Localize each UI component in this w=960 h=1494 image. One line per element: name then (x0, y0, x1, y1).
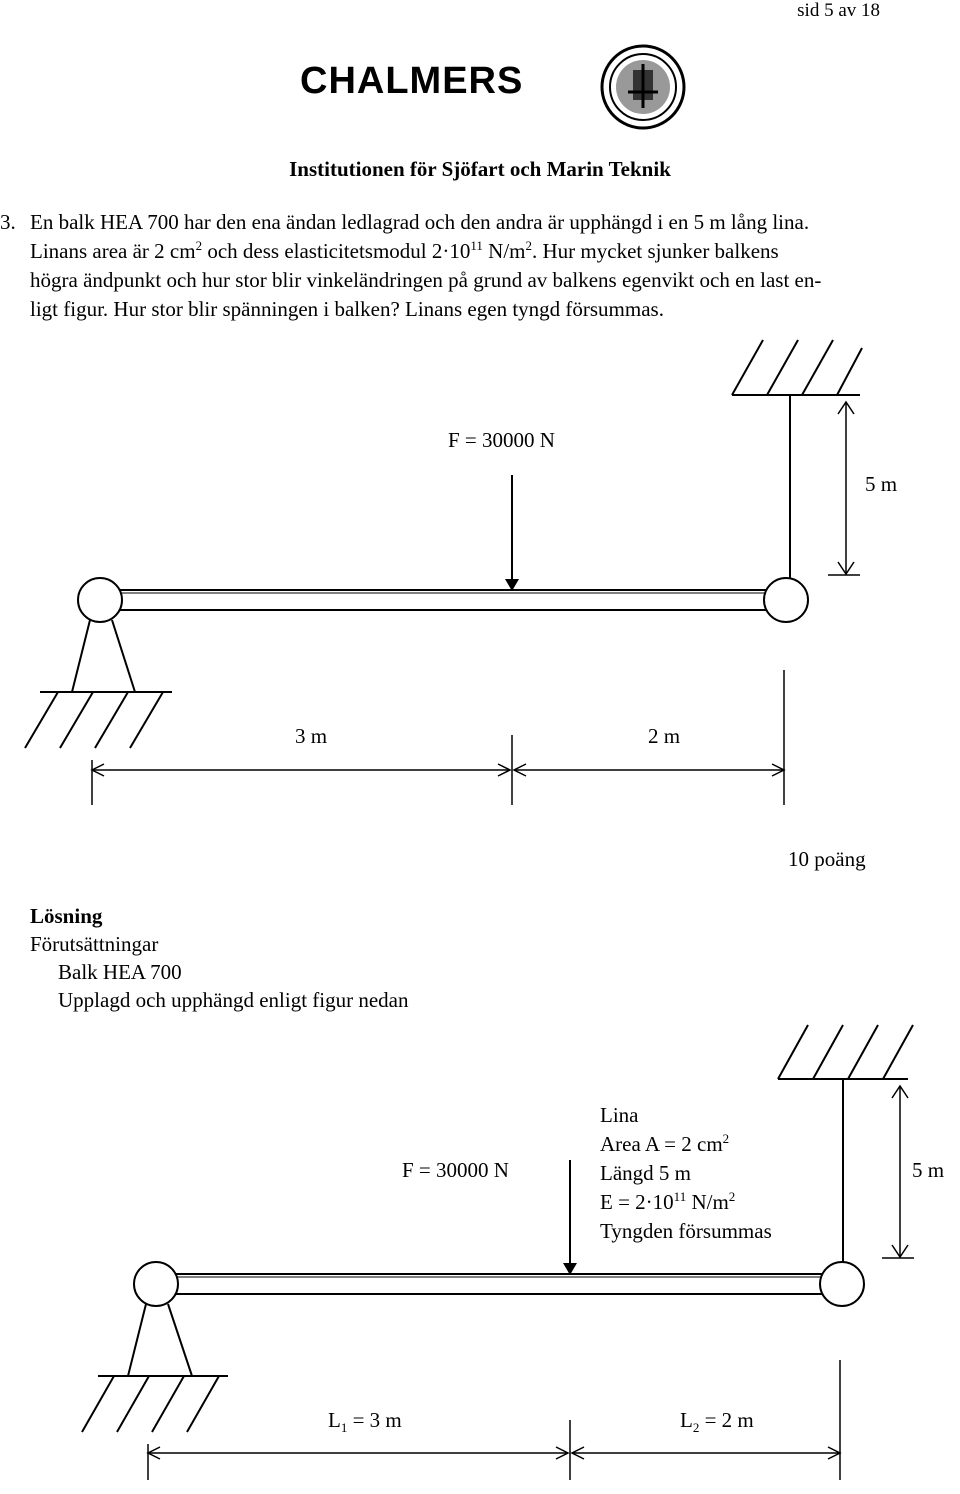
points-label: 10 poäng (788, 847, 866, 871)
modulus-unit: N/m (482, 239, 526, 263)
pin-left-1 (77, 577, 123, 623)
rope-dimension-2 (882, 1084, 914, 1259)
l1-value: = 3 m (347, 1408, 402, 1432)
l2-subscript: 2 (692, 1420, 700, 1436)
question-text: . Hur mycket sjunker balkens (532, 239, 779, 263)
institution-title: Institutionen för Sjöfart och Marin Tekn… (289, 157, 671, 181)
area-text: Linans area är 2 cm (30, 239, 196, 263)
page-number: sid 5 av 18 (797, 0, 880, 21)
pin-support-1 (24, 619, 172, 749)
force-label-2: F = 30000 N (402, 1158, 509, 1182)
modulus-text: och dess elasticitetsmodul 2·10 (202, 239, 471, 263)
solution-item-1: Balk HEA 700 (58, 960, 182, 984)
rope-area-text: Area A = 2 cm (600, 1132, 723, 1156)
rope-modulus: E = 2·1011 N/m2 (600, 1188, 772, 1217)
solution-item-2: Upplagd och upphängd enligt figur nedan (58, 988, 409, 1012)
rope-title: Lina (600, 1103, 639, 1127)
logo-wordmark: CHALMERS (300, 60, 524, 102)
rope-area: Area A = 2 cm2 (600, 1130, 772, 1159)
rope-weight-note: Tyngden försummas (600, 1219, 772, 1243)
dim-right-label-1: 2 m (648, 724, 681, 748)
rope-unit-exponent: 2 (728, 1189, 736, 1204)
rope-length-label-2: 5 m (912, 1158, 945, 1182)
span-dimensions-2 (146, 1360, 842, 1480)
solution-heading: Lösning (30, 904, 103, 928)
modulus-exponent: 11 (470, 238, 483, 253)
pin-right-2 (819, 1261, 865, 1307)
l2-value: = 2 m (699, 1408, 754, 1432)
rope-modulus-unit: N/m (686, 1190, 729, 1214)
chalmers-seal-icon (600, 44, 686, 130)
l2-label: L2 = 2 m (680, 1408, 754, 1436)
problem-line-3: högra ändpunkt och hur stor blir vinkelä… (30, 268, 822, 292)
dim-left-label-1: 3 m (295, 724, 328, 748)
pin-left-2 (133, 1261, 179, 1307)
problem-line-4: ligt figur. Hur stor blir spänningen i b… (30, 297, 664, 321)
solution-block: Lösning Förutsättningar Balk HEA 700 Upp… (30, 902, 409, 1014)
ceiling-support-1 (731, 339, 863, 396)
rope-modulus-exponent: 11 (673, 1189, 687, 1204)
pin-support-2 (81, 1303, 228, 1433)
pin-right-1 (763, 577, 809, 623)
unit-exponent: 2 (525, 238, 533, 253)
rope-length: Längd 5 m (600, 1161, 691, 1185)
force-label-1: F = 30000 N (448, 428, 555, 452)
rope-area-exponent: 2 (722, 1131, 730, 1146)
rope-length-label-1: 5 m (865, 472, 898, 496)
problem-text: 3. En balk HEA 700 har den ena ändan ledl… (0, 208, 942, 324)
l1-symbol: L (328, 1408, 341, 1432)
problem-line-1-text: En balk HEA 700 har den ena ändan ledlag… (30, 210, 810, 234)
l2-symbol: L (680, 1408, 693, 1432)
problem-number: 3. (0, 210, 16, 234)
rope-dimension-1 (828, 400, 860, 576)
problem-line-1: 3. En balk HEA 700 har den ena ändan ledl… (0, 208, 942, 237)
rope-properties: Lina Area A = 2 cm2 Längd 5 m E = 2·1011… (600, 1101, 772, 1246)
area-exponent: 2 (195, 238, 203, 253)
l1-subscript: 1 (340, 1420, 348, 1436)
ceiling-support-2 (777, 1024, 914, 1080)
solution-subheading: Förutsättningar (30, 932, 159, 956)
l1-label: L1 = 3 m (328, 1408, 402, 1436)
rope-modulus-text: E = 2·10 (600, 1190, 674, 1214)
problem-line-2: Linans area är 2 cm2 och dess elasticite… (30, 237, 942, 266)
span-dimensions-1 (90, 670, 786, 805)
